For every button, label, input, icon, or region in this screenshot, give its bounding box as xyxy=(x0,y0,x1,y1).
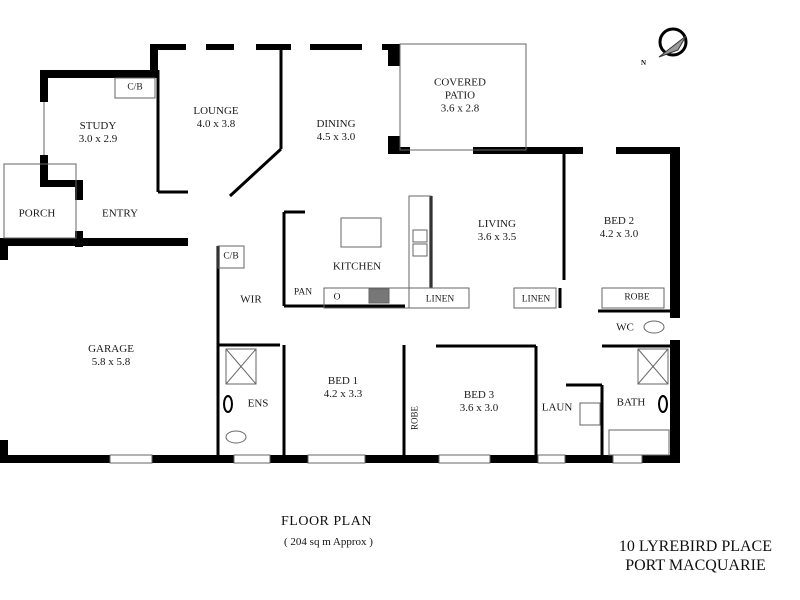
closet-study: C/B xyxy=(127,82,143,93)
compass-rose xyxy=(658,27,688,58)
exterior-walls xyxy=(0,44,680,463)
room-laundry: LAUN xyxy=(541,401,573,414)
property-address: 10 LYREBIRD PLACE PORT MACQUARIE xyxy=(619,537,772,575)
room-wc: WC xyxy=(616,321,634,334)
plan-title: FLOOR PLAN xyxy=(281,514,372,529)
linen-closet-2: LINEN xyxy=(521,294,551,305)
room-entry: ENTRY xyxy=(101,207,139,220)
oven: O xyxy=(333,292,341,303)
robe-bed-2: ROBE xyxy=(624,292,650,303)
room-wir: WIR xyxy=(240,293,262,306)
room-pantry: PAN xyxy=(293,287,313,298)
address-line-1: 10 LYREBIRD PLACE xyxy=(618,538,772,555)
room-kitchen: KITCHEN xyxy=(332,260,382,273)
closet-hall: C/B xyxy=(223,251,239,262)
room-bath: BATH xyxy=(616,396,646,409)
fixtures xyxy=(3,43,670,464)
plan-area: ( 204 sq m Approx ) xyxy=(284,536,373,548)
room-porch: PORCH xyxy=(18,207,56,220)
linen-closet-1: LINEN xyxy=(425,294,455,305)
robe-bed-3: ROBE xyxy=(409,405,420,431)
address-line-2: PORT MACQUARIE xyxy=(625,557,766,574)
room-ensuite: ENS xyxy=(247,397,269,410)
north-label: N xyxy=(641,59,647,67)
